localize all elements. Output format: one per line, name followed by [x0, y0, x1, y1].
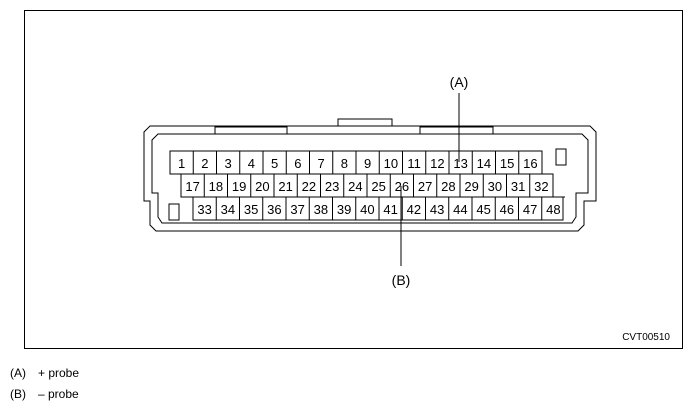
pin-30-label: 30 — [488, 179, 502, 194]
pin-29-label: 29 — [464, 179, 478, 194]
pin-8-label: 8 — [341, 156, 348, 171]
key-slot-left — [168, 203, 180, 221]
pin-10-label: 10 — [384, 156, 398, 171]
pin-26-label: 26 — [395, 179, 409, 194]
pin-16-label: 16 — [523, 156, 537, 171]
pin-42-label: 42 — [407, 202, 421, 217]
pin-2-label: 2 — [201, 156, 208, 171]
pin-14-label: 14 — [477, 156, 491, 171]
pin-13-label: 13 — [453, 156, 467, 171]
pin-1-label: 1 — [178, 156, 185, 171]
pin-35-label: 35 — [244, 202, 258, 217]
connector-housing-outer — [143, 125, 597, 232]
pin-15-label: 15 — [500, 156, 514, 171]
figure-code: CVT00510 — [622, 332, 670, 343]
pin-9-label: 9 — [364, 156, 371, 171]
pin-41-label: 41 — [383, 202, 397, 217]
pin-11-label: 11 — [407, 156, 421, 171]
pin-7-label: 7 — [318, 156, 325, 171]
pin-12-label: 12 — [430, 156, 444, 171]
pin-40-label: 40 — [360, 202, 374, 217]
legend-item-a: (A) + probe — [10, 366, 79, 380]
pin-48-label: 48 — [546, 202, 560, 217]
pin-divider-lines — [170, 150, 565, 220]
pin-25-label: 25 — [371, 179, 385, 194]
connector-housing-inner — [151, 133, 589, 224]
top-latch-center — [337, 118, 393, 126]
pin-36-label: 36 — [267, 202, 281, 217]
key-slot-right — [555, 148, 567, 166]
pin-6-label: 6 — [294, 156, 301, 171]
pin-3-label: 3 — [225, 156, 232, 171]
pin-38-label: 38 — [314, 202, 328, 217]
legend-text-b: – probe — [38, 387, 79, 401]
pin-28-label: 28 — [441, 179, 455, 194]
pin-21-label: 21 — [278, 179, 292, 194]
callout-b-label: (B) — [392, 272, 411, 288]
top-latch-left — [214, 126, 288, 134]
top-latch-right — [419, 126, 494, 134]
legend-key-a: (A) — [10, 366, 26, 380]
pin-32-label: 32 — [534, 179, 548, 194]
legend-key-b: (B) — [10, 387, 26, 401]
pin-45-label: 45 — [476, 202, 490, 217]
pin-31-label: 31 — [511, 179, 525, 194]
pin-24-label: 24 — [348, 179, 362, 194]
pin-44-label: 44 — [453, 202, 467, 217]
pin-17-label: 17 — [185, 179, 199, 194]
pin-43-label: 43 — [430, 202, 444, 217]
pin-33-label: 33 — [197, 202, 211, 217]
pin-39-label: 39 — [337, 202, 351, 217]
pin-27-label: 27 — [418, 179, 432, 194]
pin-46-label: 46 — [500, 202, 514, 217]
pin-37-label: 37 — [290, 202, 304, 217]
pin-20-label: 20 — [255, 179, 269, 194]
pin-47-label: 47 — [523, 202, 537, 217]
callout-a-label: (A) — [450, 74, 469, 90]
pin-22-label: 22 — [302, 179, 316, 194]
pin-18-label: 18 — [209, 179, 223, 194]
pin-4-label: 4 — [248, 156, 255, 171]
pin-23-label: 23 — [325, 179, 339, 194]
pin-5-label: 5 — [271, 156, 278, 171]
pin-19-label: 19 — [232, 179, 246, 194]
pin-34-label: 34 — [221, 202, 235, 217]
legend-item-b: (B) – probe — [10, 387, 79, 401]
legend-text-a: + probe — [38, 366, 80, 380]
